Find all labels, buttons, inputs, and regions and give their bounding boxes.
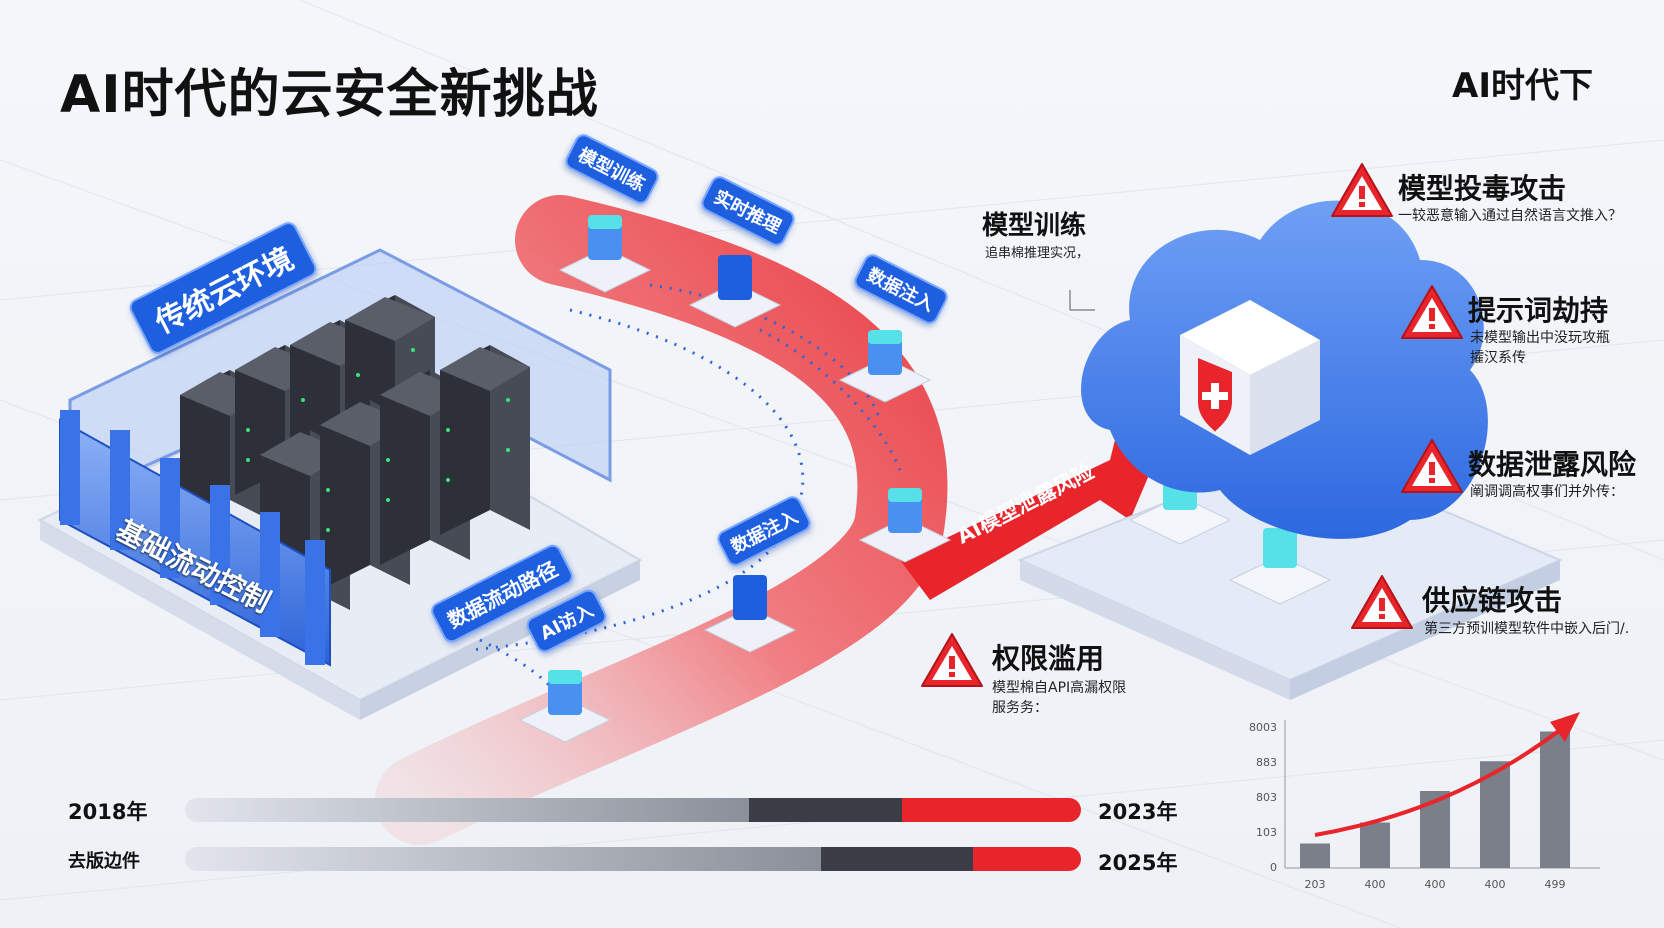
chart-y-tick-label: 0 — [1270, 861, 1277, 874]
page-subtitle: AI时代下 — [1452, 66, 1593, 106]
threat-supply-chain: 供应链攻击 — [1422, 584, 1563, 617]
warning-icons — [921, 163, 1463, 687]
threat-supply-chain-desc: 第三方预训模型软件中嵌入后门/. — [1424, 621, 1630, 637]
threat-privilege-abuse-desc-2: 服务务： — [992, 700, 1048, 716]
timeline-row2-end: 2025年 — [1098, 851, 1178, 875]
timeline-segment — [901, 798, 1081, 822]
timeline-row1-start: 2018年 — [68, 800, 148, 824]
warning-icon — [1401, 285, 1463, 339]
training-callout-desc: 追串棉推理实况， — [985, 246, 1090, 261]
node-ai-access-left — [518, 670, 612, 743]
timeline-bar-2 — [185, 847, 1081, 871]
chart-bar — [1540, 731, 1570, 868]
threat-data-leak: 数据泄露风险 — [1468, 448, 1637, 481]
trend-line — [1314, 728, 1562, 837]
chart-bar — [1360, 822, 1390, 868]
chart-x-tick-label: 400 — [1424, 878, 1446, 891]
chart-x-tick-label: 400 — [1484, 878, 1506, 891]
pipeline-nodes — [518, 215, 952, 743]
chart-y-tick-label: 803 — [1256, 791, 1277, 804]
data-flow-path — [469, 283, 902, 701]
warning-icon — [921, 633, 983, 687]
threat-model-poisoning-desc: 一较恶意输入通过自然语言文推入？ — [1398, 208, 1622, 224]
timeline-segment — [185, 847, 822, 871]
threat-privilege-abuse: 权限滥用 — [992, 642, 1105, 675]
security-server-box — [1180, 300, 1320, 455]
server-rack-group — [180, 295, 530, 615]
threat-prompt-hijack-desc-1: 未模型输出中没玩攻瓶 — [1470, 330, 1610, 346]
node-injection-mid — [858, 488, 952, 563]
threat-prompt-hijack-desc-2: 攉汉系传 — [1470, 350, 1526, 366]
firewall-wall — [59, 410, 331, 667]
chart-x-tick-label: 499 — [1544, 878, 1566, 891]
platform-block — [1228, 528, 1332, 605]
chart-bar — [1300, 843, 1330, 868]
timeline-bar-1 — [185, 798, 1081, 822]
threat-data-leak-desc: 阐调调高权事们并外传： — [1470, 484, 1624, 500]
training-callout-title: 模型训练 — [982, 211, 1087, 241]
attack-arrow — [900, 420, 1170, 600]
warning-icon — [1401, 439, 1463, 493]
chart-x-tick-label: 400 — [1364, 878, 1386, 891]
timeline-segment — [749, 798, 902, 822]
warning-icon — [1351, 575, 1413, 629]
timeline-segment — [185, 798, 750, 822]
server-rack — [440, 345, 530, 535]
threat-model-poisoning: 模型投毒攻击 — [1398, 172, 1567, 205]
chart-y-tick-label: 8003 — [1249, 721, 1277, 734]
timeline-segment — [821, 847, 974, 871]
timeline-segment — [973, 847, 1081, 871]
chart-y-tick-label: 883 — [1256, 756, 1277, 769]
trend-arrow-head — [1550, 712, 1580, 742]
chart-y-tick-label: 103 — [1256, 826, 1277, 839]
node-ai-access-mid — [703, 575, 797, 653]
threat-prompt-hijack: 提示词劫持 — [1468, 294, 1609, 327]
chart-x-tick-label: 203 — [1304, 878, 1326, 891]
threat-privilege-abuse-desc-1: 模型棉自API高漏权限 — [992, 680, 1127, 696]
node-injection-top — [838, 330, 932, 403]
timeline-row1-end: 2023年 — [1098, 800, 1178, 824]
growth-chart — [1284, 712, 1600, 869]
node-training — [558, 215, 652, 293]
page-title: AI时代的云安全新挑战 — [60, 65, 599, 125]
node-inference — [688, 255, 782, 328]
server-status-leds — [246, 348, 510, 532]
warning-icon — [1331, 163, 1393, 217]
timeline-row2-start: 去版边件 — [68, 851, 140, 872]
